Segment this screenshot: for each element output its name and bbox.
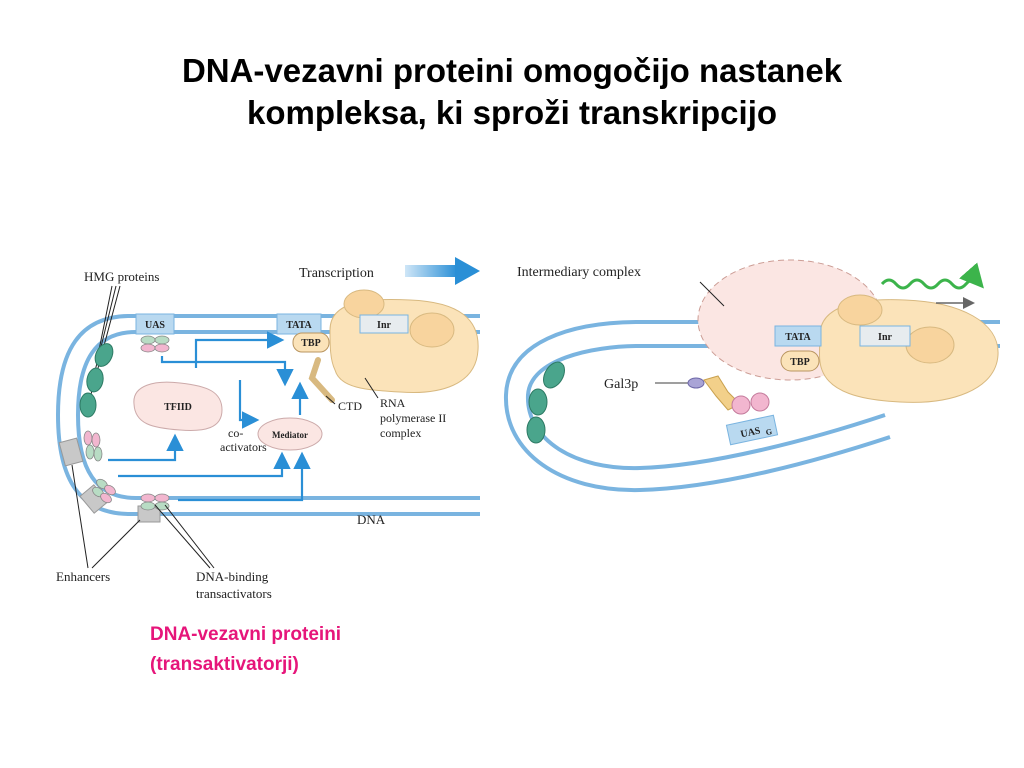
hmg-proteins: [79, 343, 114, 418]
right-diagram: Intermediary complex Inr TATA TBP Gal3p: [503, 259, 1000, 493]
hmg-protein: [79, 392, 97, 418]
ctd-label: CTD: [338, 399, 362, 413]
enhancers: [58, 437, 161, 523]
coactivators-label-1: co-: [228, 426, 243, 440]
uas-activators: [140, 335, 170, 353]
enhancers-label: Enhancers: [56, 569, 110, 584]
rna-pol-label-3: complex: [380, 426, 421, 440]
transactivators-caption: DNA-vezavni proteini (transaktivatorji): [150, 620, 341, 680]
dna-binding-pointer-lines: [154, 504, 215, 569]
rna-polymerase-complex-left: Inr: [308, 289, 479, 403]
caption-line-2: (transaktivatorji): [150, 654, 299, 675]
right-dna-strands: [503, 320, 1000, 493]
gal3p-activator: [687, 375, 770, 415]
rna-pol-label-1: RNA: [380, 396, 406, 410]
slide-title-line-1: DNA-vezavni proteini omogočijo nastanek: [181, 52, 843, 89]
inr-label-left: Inr: [377, 320, 391, 331]
tfiid-label: TFIID: [164, 402, 192, 413]
slide-title: DNA-vezavni proteini omogočijo nastanek …: [40, 50, 984, 134]
uas-g-label: UAS: [740, 425, 762, 440]
tbp-label-left: TBP: [301, 338, 320, 349]
inr-label-right: Inr: [878, 332, 892, 343]
dna-label: DNA: [357, 512, 386, 527]
transcription-label: Transcription: [299, 266, 374, 281]
hmg-protein: [86, 367, 104, 393]
dna-binding-label-1: DNA-binding: [196, 569, 269, 584]
tfiid: TFIID: [133, 381, 223, 431]
rna-polymerase-complex-right: Inr: [819, 294, 999, 403]
caption-line-1: DNA-vezavni proteini: [150, 624, 342, 645]
slide-title-line-2: kompleksa, ki sproži transkripcijo: [246, 94, 778, 131]
dna-binding-label-2: transactivators: [196, 586, 272, 601]
tata-label-left: TATA: [286, 320, 312, 331]
uas-box: UAS: [135, 313, 175, 335]
uas-label: UAS: [145, 320, 165, 331]
tata-box-left: TATA: [276, 313, 322, 335]
enhancer-pointer-lines: [71, 464, 141, 569]
tbp-label-right: TBP: [790, 357, 809, 368]
rna-pol-label-2: polymerase II: [380, 411, 446, 425]
tata-label-right: TATA: [785, 332, 811, 343]
left-flow-arrows: [108, 331, 311, 502]
tbp-right: TBP: [780, 350, 820, 372]
enhancer-activators: [83, 430, 170, 511]
gal3p-label: Gal3p: [604, 377, 638, 392]
tata-box-right: TATA: [774, 325, 822, 347]
transcription-arrow: Transcription: [299, 257, 480, 285]
uas-g-subscript: G: [765, 427, 773, 437]
left-diagram: Transcription HMG proteins UAS: [55, 257, 480, 601]
hmg-protein: [94, 343, 114, 367]
transcript-arrows: [880, 262, 984, 309]
mediator: Mediator: [257, 417, 323, 451]
mediator-label: Mediator: [272, 430, 308, 440]
tbp-left: TBP: [292, 332, 330, 353]
coactivators-label-2: activators: [220, 440, 267, 454]
hmg-proteins-label: HMG proteins: [84, 269, 159, 284]
uas-g-box: UAS G: [725, 414, 779, 446]
intermediary-complex-label: Intermediary complex: [517, 265, 641, 280]
hmg-proteins-right: [526, 361, 565, 444]
